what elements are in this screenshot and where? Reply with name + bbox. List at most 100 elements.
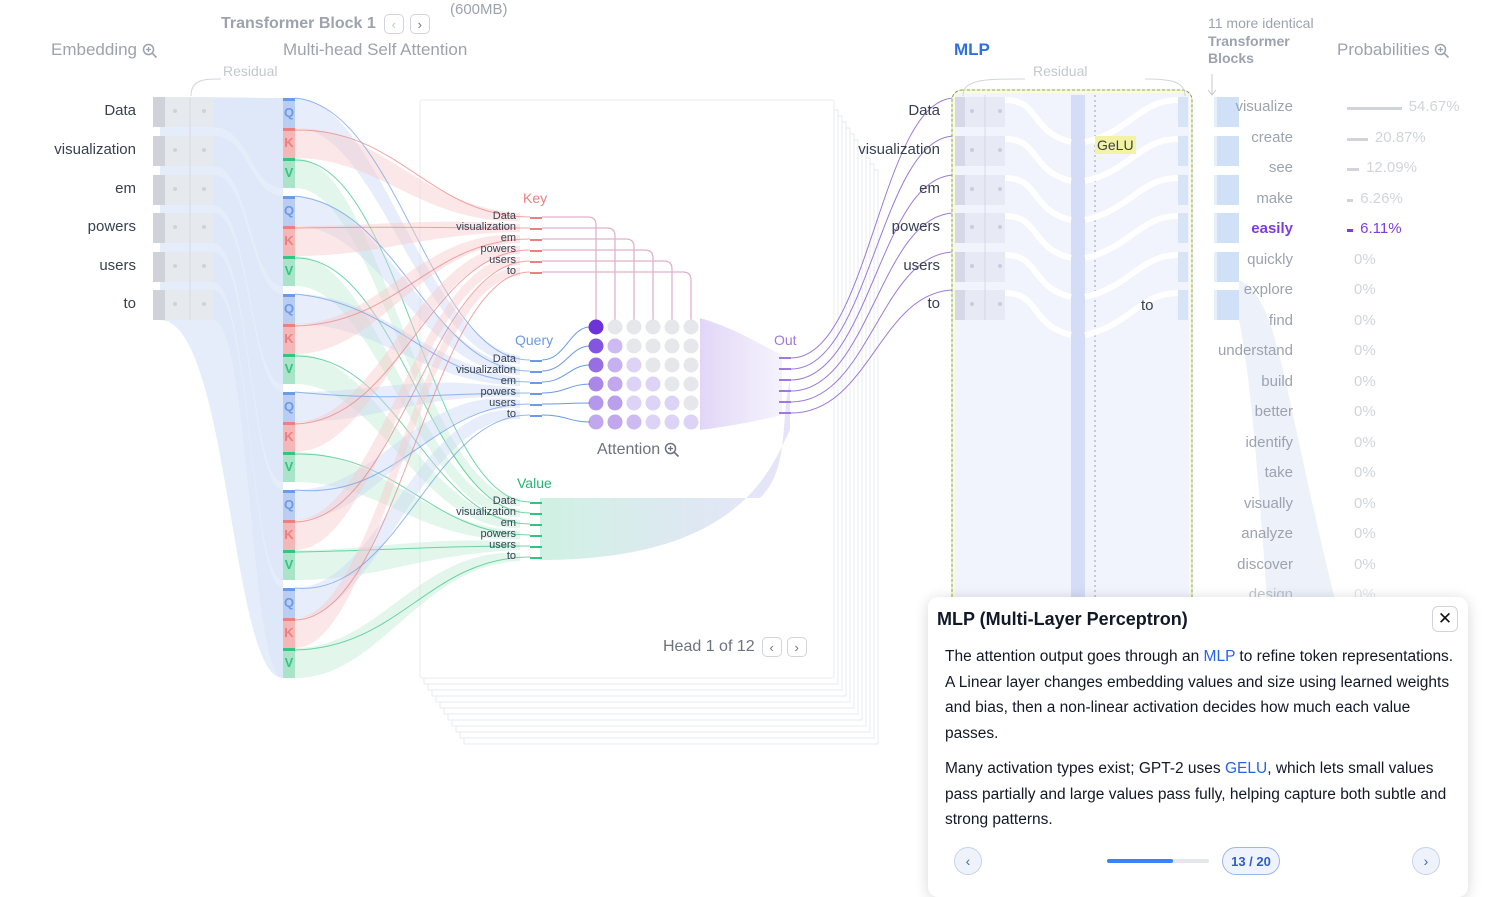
mlp-selection-outline <box>951 89 1193 878</box>
mlp-dot <box>970 302 974 306</box>
embedding-header[interactable]: Embedding <box>51 40 158 60</box>
key-band <box>295 245 520 452</box>
mlp-output-bar <box>1178 252 1188 282</box>
attention-cell <box>607 414 623 430</box>
zoom-in-icon[interactable] <box>1434 43 1450 59</box>
key-line <box>294 226 531 229</box>
key-to-matrix-line-inner <box>542 260 673 320</box>
query-line <box>294 195 531 372</box>
zoom-in-icon[interactable] <box>664 442 680 458</box>
next-step-button[interactable]: › <box>1412 847 1440 875</box>
prev-block-button[interactable]: ‹ <box>383 14 404 34</box>
mlp-expand-gap <box>1004 213 1072 261</box>
transformer-block-title: Transformer Block 1 <box>221 15 376 32</box>
qkv-segment <box>283 226 295 256</box>
prev-step-button[interactable]: ‹ <box>954 847 982 875</box>
block-output-edge <box>1214 136 1217 166</box>
qkv-letter: V <box>284 655 294 670</box>
chevron-left-icon: ‹ <box>391 16 396 32</box>
embedding-vector <box>165 290 213 320</box>
popup-p2-text-b: , which lets small values pass partially… <box>945 760 1447 828</box>
qkv-segment <box>283 128 295 158</box>
prev-head-button[interactable]: ‹ <box>761 637 782 657</box>
key-token: Data <box>492 210 516 222</box>
mlp-token: Data <box>908 102 940 119</box>
mlp-dot <box>970 109 974 113</box>
embedding-vector <box>165 136 213 166</box>
attention-cell <box>626 338 642 354</box>
key-band <box>295 234 520 354</box>
attention-zoom[interactable]: Attention <box>597 441 680 459</box>
embedding-bar <box>153 97 165 127</box>
probability-bar <box>1347 137 1368 141</box>
value-token: em <box>500 517 516 529</box>
query-band <box>295 98 520 364</box>
qkv-segment <box>283 98 295 128</box>
attention-cell <box>626 357 642 373</box>
mhsa-header[interactable]: Multi-head Self Attention <box>283 40 468 59</box>
attention-cell <box>664 319 680 335</box>
qkv-letter: Q <box>283 301 295 316</box>
gelu-label[interactable]: GeLU <box>1095 136 1136 154</box>
key-token-tick <box>530 228 542 230</box>
mlp-dot <box>970 148 974 152</box>
probabilities-header[interactable]: Probabilities <box>1337 40 1450 60</box>
gelu-link[interactable]: GELU <box>1224 760 1268 777</box>
out-lines <box>779 97 956 414</box>
mlp-output-bar <box>1178 290 1188 320</box>
embedding-dot <box>202 187 206 191</box>
qkv-segment-cap <box>283 226 295 229</box>
value-out-band <box>540 380 790 560</box>
out-to-mlp-line <box>790 174 956 381</box>
next-head-button[interactable]: › <box>786 637 807 657</box>
mlp-expand-gap <box>1004 175 1072 223</box>
embedding-vector <box>165 175 213 205</box>
key-label: Key <box>523 190 548 206</box>
input-token: em <box>115 180 136 197</box>
embedding-bar <box>153 252 165 282</box>
value-line <box>294 545 531 553</box>
block-output-vector <box>1214 290 1239 320</box>
attention-cell <box>626 376 642 392</box>
more-blocks-line2: Transformer <box>1208 32 1290 49</box>
mlp-header[interactable]: MLP <box>954 40 990 59</box>
popup-p1-text-b: to refine token representations. A Linea… <box>945 648 1454 742</box>
zoom-in-icon[interactable] <box>142 43 158 59</box>
mlp-dot <box>998 109 1002 113</box>
qkv-letter: K <box>284 135 294 150</box>
mlp-input-bar <box>955 97 965 127</box>
attention-title: Attention <box>597 441 661 458</box>
probability-value: 0% <box>1354 342 1376 359</box>
popup-paragraph-1: The attention output goes through an MLP… <box>945 644 1455 746</box>
query-token-tick <box>530 371 542 373</box>
mlp-link[interactable]: MLP <box>1203 648 1236 665</box>
key-token-tick <box>530 261 542 263</box>
qkv-letter: Q <box>283 105 295 120</box>
popup-title: MLP (Multi-Layer Perceptron) <box>937 609 1188 629</box>
embedding-to-qkv-band <box>213 97 283 188</box>
query-band <box>295 398 520 520</box>
qkv-letter: V <box>284 459 294 474</box>
mlp-dot <box>998 225 1002 229</box>
probability-word: visualize <box>1235 98 1293 115</box>
more-blocks-arrow-icon <box>1207 74 1217 96</box>
next-block-button[interactable]: › <box>409 14 430 34</box>
qkv-segment <box>283 648 295 678</box>
close-button[interactable]: ✕ <box>1432 606 1458 632</box>
